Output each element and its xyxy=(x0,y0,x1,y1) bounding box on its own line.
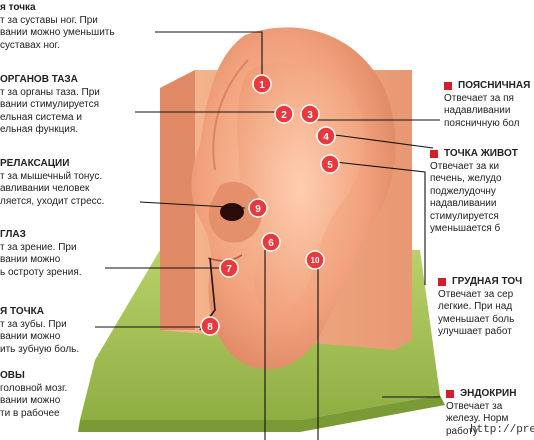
label-head-line: головной мозг. xyxy=(0,382,68,394)
leader-lines xyxy=(95,31,440,440)
acupoint-3-label: 3 xyxy=(307,110,313,121)
label-lumbar-title: ПОЯСНИЧНАЯ xyxy=(444,80,530,93)
label-joints: я точка т за суставы ног. При вании можн… xyxy=(0,2,115,52)
label-eyes-line: ь остроту зрения. xyxy=(0,266,82,278)
label-head-line: вании можно xyxy=(0,395,61,406)
label-lumbar: ПОЯСНИЧНАЯ Отвечает за пя надавливании п… xyxy=(444,80,530,130)
acupoint-1-label: 1 xyxy=(259,80,265,91)
label-endocrine-line: работу xyxy=(446,425,478,437)
label-relaxation-line: авливании человек xyxy=(0,183,90,194)
label-joints-line: суставах ног. xyxy=(0,39,60,51)
label-teeth: Я ТОЧКА т за зубы. При вании можно ить з… xyxy=(0,306,79,356)
label-teeth-line: вании можно xyxy=(0,331,61,342)
label-teeth-line: ить зубную боль. xyxy=(0,343,80,355)
label-lumbar-title-text: ПОЯСНИЧНАЯ xyxy=(458,80,531,91)
label-relaxation-line: т за мышечный тонус. xyxy=(0,170,103,182)
label-lumbar-line: надавливании xyxy=(444,105,511,116)
label-pelvis: ОРГАНОВ ТАЗА т за органы таза. При вании… xyxy=(0,74,100,137)
label-chest-title: ГРУДНАЯ ТОЧ xyxy=(438,276,522,289)
back-block-side xyxy=(160,70,195,330)
acupoint-2-label: 2 xyxy=(281,110,287,121)
red-square-icon xyxy=(446,390,454,398)
label-pelvis-line: вании стимулируется xyxy=(0,99,100,110)
label-chest: ГРУДНАЯ ТОЧ Отвечает за сер легкие. При … xyxy=(438,276,522,339)
label-pelvis-title: ОРГАНОВ ТАЗА xyxy=(0,74,78,85)
acupoint-5-label: 5 xyxy=(327,160,333,171)
green-base-edge xyxy=(78,395,445,432)
watermark-text: http://pret xyxy=(470,424,534,436)
label-head-line: ти в рабочее xyxy=(0,407,60,419)
label-relaxation: РЕЛАКСАЦИИ т за мышечный тонус. авливани… xyxy=(0,158,104,208)
acupoint-6[interactable]: 6 xyxy=(261,232,281,252)
acupoint-7[interactable]: 7 xyxy=(219,258,239,278)
red-square-icon xyxy=(444,82,452,90)
acupoint-4[interactable]: 4 xyxy=(316,126,336,146)
label-joints-line: вании можно уменьшить xyxy=(0,27,115,38)
label-abdomen-line: поджелудочну xyxy=(430,185,496,197)
acupoint-6-label: 6 xyxy=(268,238,274,249)
label-chest-line: Отвечает за сер xyxy=(438,288,514,300)
label-chest-line: улучшает работ xyxy=(438,326,512,337)
label-relaxation-title: РЕЛАКСАЦИИ xyxy=(0,158,70,169)
acupoint-8-label: 8 xyxy=(207,322,213,333)
ear-canal xyxy=(220,203,244,221)
label-pelvis-line: ельная функция. xyxy=(0,124,79,135)
label-abdomen-line: уменьшается б xyxy=(430,223,501,234)
label-abdomen-title: ТОЧКА ЖИВОТ xyxy=(430,148,518,161)
label-lumbar-line: поясничную бол xyxy=(444,117,520,129)
label-head-title: ОВЫ xyxy=(0,370,25,381)
red-square-icon xyxy=(430,150,438,158)
label-teeth-title: Я ТОЧКА xyxy=(0,306,44,317)
acupoint-4-label: 4 xyxy=(323,132,329,143)
label-pelvis-line: ельная система и xyxy=(0,111,82,123)
label-eyes-title: ГЛАЗ xyxy=(0,229,26,240)
acupoint-5[interactable]: 5 xyxy=(320,154,340,174)
acupoint-9-label: 9 xyxy=(255,204,261,215)
label-endocrine-title: ЭНДОКРИН xyxy=(446,388,516,401)
label-teeth-line: т за зубы. При xyxy=(0,318,67,330)
acupoint-3[interactable]: 3 xyxy=(300,104,320,124)
acupoint-7-label: 7 xyxy=(226,264,232,275)
label-chest-line: легкие. При над xyxy=(438,301,513,312)
label-eyes: ГЛАЗ т за зрение. При вании можно ь остр… xyxy=(0,229,82,279)
label-pelvis-line: т за органы таза. При xyxy=(0,86,100,98)
label-endocrine: ЭНДОКРИН Отвечает за железу. Норм работу xyxy=(446,388,516,438)
helix-edge xyxy=(212,59,249,171)
label-lumbar-line: Отвечает за пя xyxy=(444,92,514,104)
acupoint-9[interactable]: 9 xyxy=(248,198,268,218)
label-eyes-line: т за зрение. При xyxy=(0,241,77,253)
acupoint-10-label: 10 xyxy=(311,256,320,265)
acupoint-1[interactable]: 1 xyxy=(252,74,272,94)
label-abdomen: ТОЧКА ЖИВОТ Отвечает за ки печень, желуд… xyxy=(430,148,518,236)
label-abdomen-line: печень, желудо xyxy=(430,173,502,184)
label-abdomen-title-text: ТОЧКА ЖИВОТ xyxy=(444,148,518,159)
label-endocrine-line: Отвечает за xyxy=(446,400,503,412)
red-square-icon xyxy=(438,278,446,286)
label-joints-title: я точка xyxy=(0,2,36,13)
label-relaxation-line: ляется, уходит стресс. xyxy=(0,195,105,207)
label-chest-line: уменьшает боль xyxy=(438,313,515,325)
label-eyes-line: вании можно xyxy=(0,254,61,265)
label-endocrine-title-text: ЭНДОКРИН xyxy=(460,388,517,399)
label-abdomen-line: стимулируется xyxy=(430,210,499,222)
label-chest-title-text: ГРУДНАЯ ТОЧ xyxy=(452,276,523,287)
label-abdomen-line: Отвечает за ки xyxy=(430,160,500,172)
acupoint-2[interactable]: 2 xyxy=(274,104,294,124)
acupoint-8[interactable]: 8 xyxy=(200,316,220,336)
label-head: ОВЫ головной мозг. вании можно ти в рабо… xyxy=(0,370,67,420)
label-endocrine-line: железу. Норм xyxy=(446,413,509,424)
acupoint-10[interactable]: 10 xyxy=(305,250,325,270)
label-joints-line: т за суставы ног. При xyxy=(0,14,98,26)
label-abdomen-line: надавливании xyxy=(430,198,497,209)
